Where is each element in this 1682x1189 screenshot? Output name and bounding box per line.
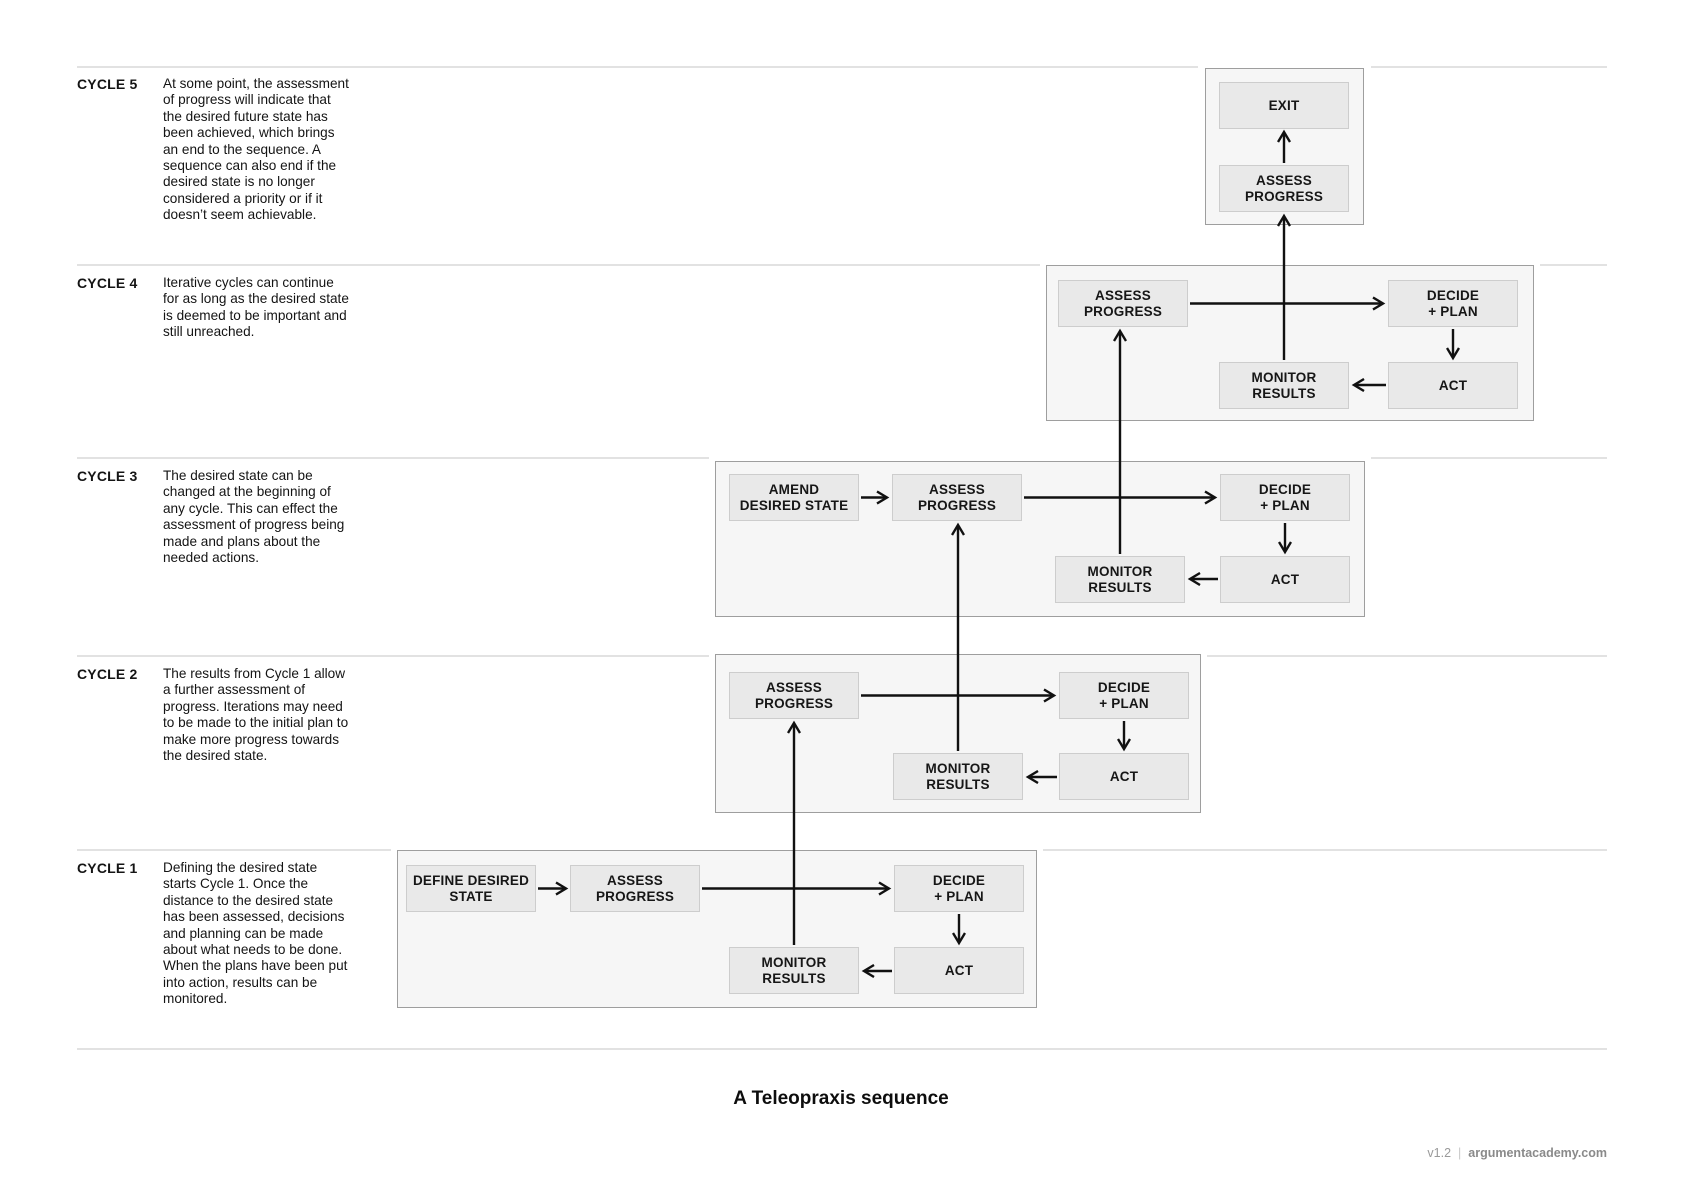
cycle-5-label: CYCLE 5: [77, 76, 138, 92]
divider-line: [77, 264, 1040, 266]
node-decide-plan-c3: DECIDE + PLAN: [1220, 474, 1350, 521]
cycle-2-description: The results from Cycle 1 allow a further…: [163, 666, 349, 764]
site-label: argumentacademy.com: [1468, 1146, 1607, 1160]
divider-line: [1371, 457, 1607, 459]
node-amend-desired-state-c3: AMEND DESIRED STATE: [729, 474, 859, 521]
node-decide-plan-c1: DECIDE + PLAN: [894, 865, 1024, 912]
footer: v1.2 | argumentacademy.com: [1427, 1146, 1607, 1160]
divider-line: [77, 849, 391, 851]
divider-line: [77, 66, 1198, 68]
cycle-4-label: CYCLE 4: [77, 275, 138, 291]
page-title: A Teleopraxis sequence: [733, 1088, 949, 1109]
node-define-desired-state-c1: DEFINE DESIRED STATE: [406, 865, 536, 912]
divider-line: [77, 655, 709, 657]
cycle-3-description: The desired state can be changed at the …: [163, 468, 345, 566]
node-act-c2: ACT: [1059, 753, 1189, 800]
cycle-3-label: CYCLE 3: [77, 468, 138, 484]
divider-line: [77, 457, 709, 459]
node-assess-progress-c4: ASSESS PROGRESS: [1058, 280, 1188, 327]
node-exit-c5: EXIT: [1219, 82, 1349, 129]
divider-line: [1207, 655, 1607, 657]
node-monitor-results-c4: MONITOR RESULTS: [1219, 362, 1349, 409]
node-assess-progress-c5: ASSESS PROGRESS: [1219, 165, 1349, 212]
node-monitor-results-c3: MONITOR RESULTS: [1055, 556, 1185, 603]
divider-line: [77, 1048, 1607, 1050]
node-assess-progress-c1: ASSESS PROGRESS: [570, 865, 700, 912]
node-act-c1: ACT: [894, 947, 1024, 994]
node-decide-plan-c4: DECIDE + PLAN: [1388, 280, 1518, 327]
node-monitor-results-c1: MONITOR RESULTS: [729, 947, 859, 994]
cycle-5-description: At some point, the assessment of progres…: [163, 76, 349, 223]
version-label: v1.2: [1427, 1146, 1452, 1160]
node-assess-progress-c2: ASSESS PROGRESS: [729, 672, 859, 719]
footer-separator: |: [1458, 1146, 1462, 1160]
cycle-2-label: CYCLE 2: [77, 666, 138, 682]
node-monitor-results-c2: MONITOR RESULTS: [893, 753, 1023, 800]
node-assess-progress-c3: ASSESS PROGRESS: [892, 474, 1022, 521]
node-act-c4: ACT: [1388, 362, 1518, 409]
cycle-1-description: Defining the desired state starts Cycle …: [163, 860, 348, 1007]
node-decide-plan-c2: DECIDE + PLAN: [1059, 672, 1189, 719]
cycle-1-label: CYCLE 1: [77, 860, 138, 876]
divider-line: [1043, 849, 1607, 851]
divider-line: [1540, 264, 1607, 266]
node-act-c3: ACT: [1220, 556, 1350, 603]
divider-line: [1371, 66, 1607, 68]
cycle-4-description: Iterative cycles can continue for as lon…: [163, 275, 349, 340]
